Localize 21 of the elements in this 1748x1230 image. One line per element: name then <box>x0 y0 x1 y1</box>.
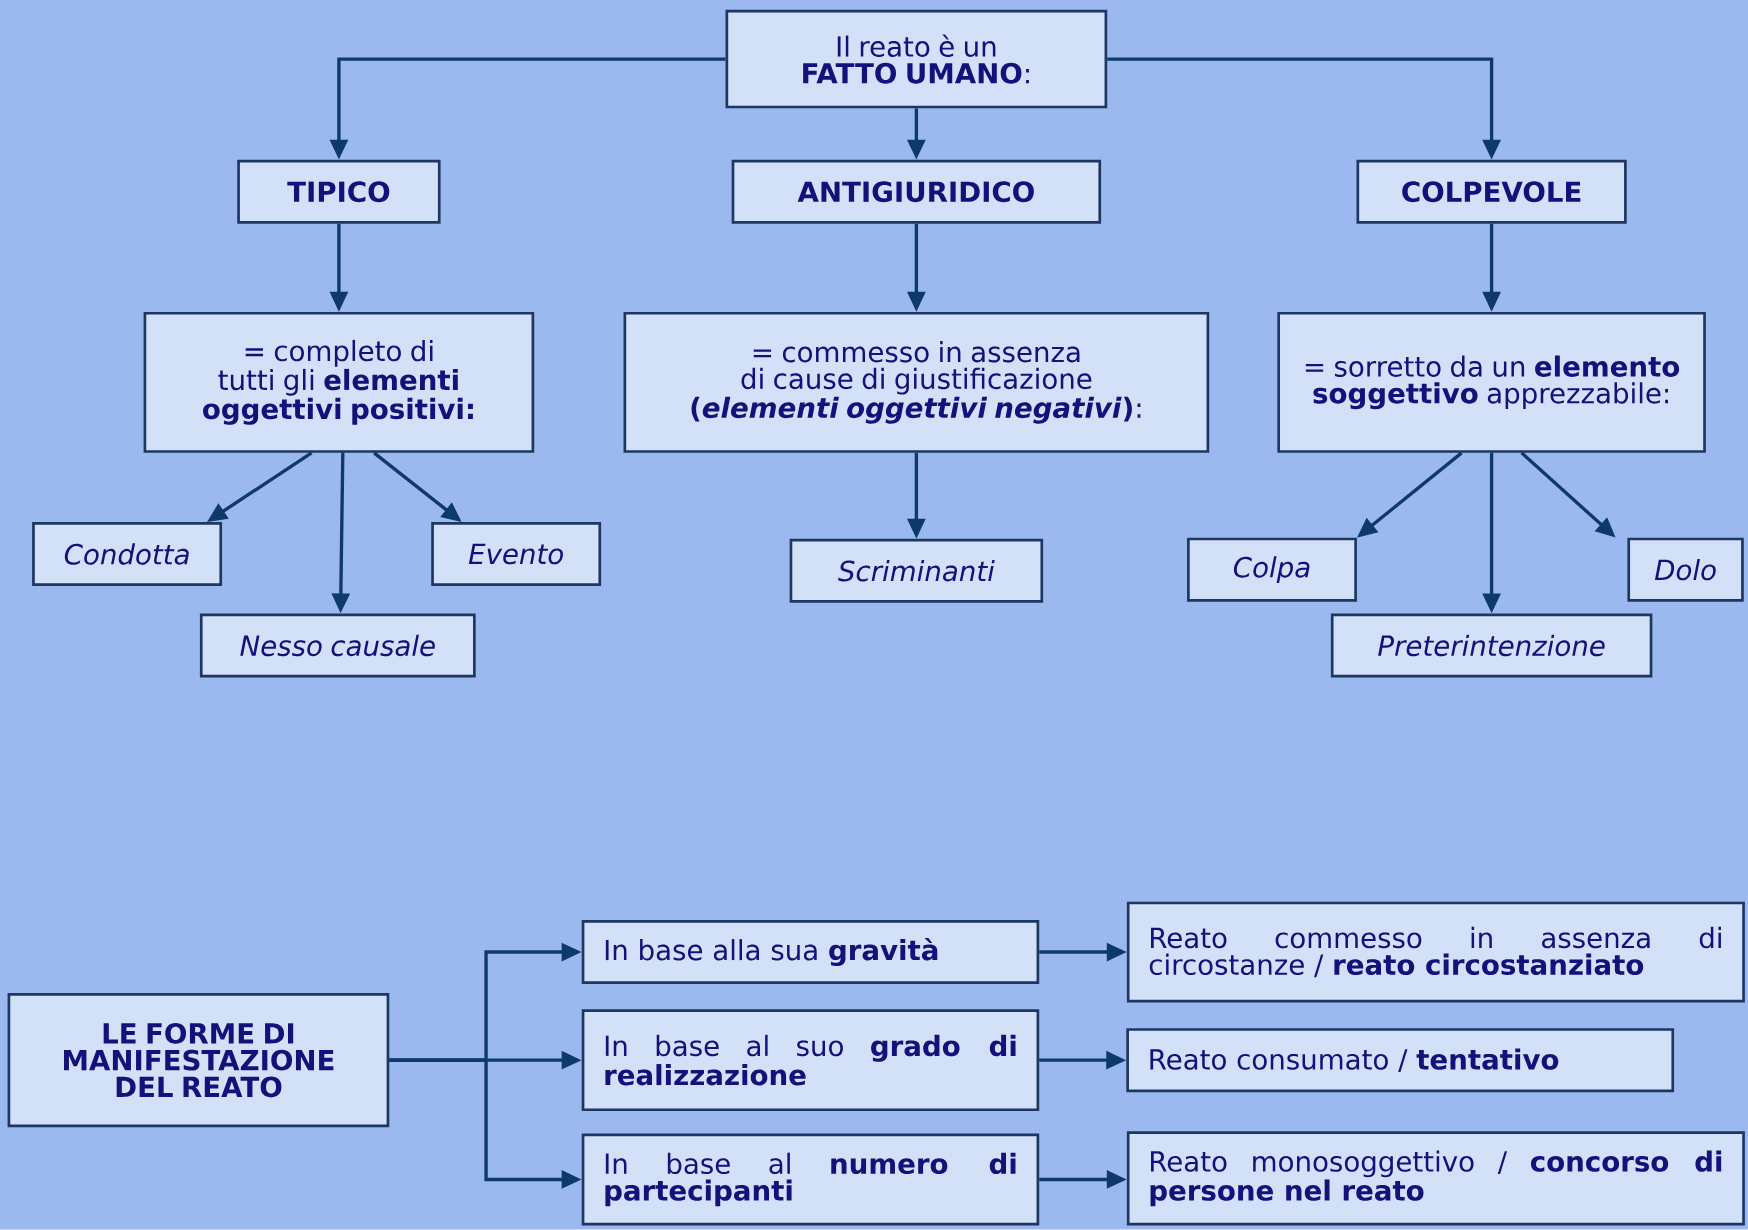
element-box: Preterintenzione <box>1330 613 1653 678</box>
criterion-box: In base al suo grado di realizzazione <box>581 1009 1040 1112</box>
element-box: Scriminanti <box>789 538 1044 603</box>
definition-box: = sorretto da un elemento soggettivo apprezzabile: <box>1277 312 1706 453</box>
title-box: Il reato è un FATTO UMANO: <box>725 10 1108 109</box>
definition-box: = completo di tutti gli elementi oggettivi positivi: <box>143 312 535 453</box>
element-box: Evento <box>431 522 602 587</box>
element-box: Colpa <box>1187 537 1357 602</box>
element-box: Dolo <box>1627 537 1744 602</box>
element-box: Nesso causale <box>199 613 476 678</box>
category-box: COLPEVOLE <box>1356 159 1627 224</box>
criterion-box: In base alla sua gravità <box>581 920 1040 985</box>
category-box: ANTIGIURIDICO <box>731 159 1102 224</box>
category-box: TIPICO <box>237 159 441 224</box>
form-box: Reato monosoggettivo / concorso di persone nel reato <box>1126 1131 1745 1226</box>
form-box: Reato consumato / tentativo <box>1126 1028 1675 1093</box>
element-box: Condotta <box>32 522 223 587</box>
criterion-box: In base al numero di partecipanti <box>581 1133 1040 1226</box>
heading-box: LE FORME DI MANIFESTAZIONE DEL REATO <box>7 993 390 1128</box>
definition-box: = commesso in assenza di cause di giustificazione (elementi oggettivi negativi): <box>623 312 1210 453</box>
form-box: Reato commesso in assenza di circostanze / reato circostanziato <box>1126 901 1745 1003</box>
